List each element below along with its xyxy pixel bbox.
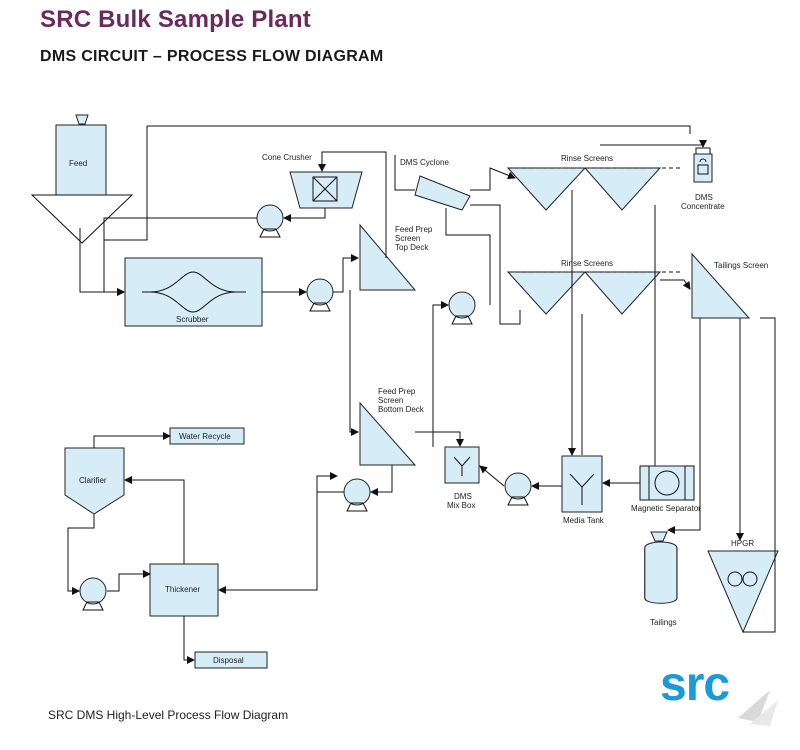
dms-cyclone: DMS Cyclone [400,158,471,211]
scrubber-discharge-pump [306,278,334,312]
tailings-screen-label: Tailings Screen [714,261,768,270]
water-recycle: Water Recycle [169,427,245,445]
feed-prep-screen-bottom-deck: Feed Prep Screen Bottom Deck [359,387,425,466]
dms-concentrate: DMS Concentrate [681,147,725,211]
page-subtitle: DMS CIRCUIT – PROCESS FLOW DIAGRAM [40,48,384,65]
crusher-pump [256,204,284,238]
cone-crusher: Cone Crusher [262,153,363,209]
dms-concentrate-label-2: Concentrate [681,202,725,211]
tailings-label: Tailings [650,618,677,627]
cyclone-feed-pump [448,291,476,325]
scrubber: Scrubber [124,257,263,327]
rinse-screens-top-label: Rinse Screens [561,154,613,163]
clarifier-label: Clarifier [79,476,107,485]
src-logo: src [660,658,778,726]
rinse-screens-bottom: Rinse Screens [506,259,680,315]
rinse-screens-top: Rinse Screens [506,154,680,211]
scrubber-label: Scrubber [176,315,209,324]
thickener: Thickener [149,563,219,617]
tailings-bin: Tailings [644,531,678,627]
feed-prep-top-label-1: Feed Prep [395,225,433,234]
dms-mix-box-label-2: Mix Box [447,501,475,510]
cone-crusher-label: Cone Crusher [262,153,312,162]
water-recycle-label: Water Recycle [179,432,231,441]
page-title: SRC Bulk Sample Plant [40,6,311,33]
feed-prep-screen-top-deck: Feed Prep Screen Top Deck [359,223,433,291]
rinse-screens-bottom-label: Rinse Screens [561,259,613,268]
thickener-label: Thickener [165,585,200,594]
feed-prep-top-label-2: Screen [395,234,420,243]
feed-prep-bottom-label-1: Feed Prep [378,387,416,396]
feed-prep-top-label-3: Top Deck [395,243,429,252]
tailings-screen: Tailings Screen [691,252,768,319]
figure-caption: SRC DMS High-Level Process Flow Diagram [48,708,289,722]
feed-label: Feed [69,159,87,168]
logo-text: src [660,658,729,711]
media-tank-label: Media Tank [563,516,605,525]
hpgr: HPGR [707,539,779,634]
flow-lines [67,125,776,664]
hpgr-label: HPGR [731,539,754,548]
dms-mix-box: DMS Mix Box [444,446,480,510]
disposal-label: Disposal [213,656,244,665]
feed-prep-bottom-label-2: Screen [378,396,403,405]
feed-hopper: Feed [30,114,134,244]
disposal: Disposal [194,651,268,669]
clarifier-pump [79,577,107,611]
dms-cyclone-label: DMS Cyclone [400,158,449,167]
bottom-deck-pump [343,478,371,512]
magnetic-separator: Magnetic Separator [631,465,701,513]
dms-mix-box-label-1: DMS [454,492,472,501]
media-pump [504,472,532,506]
dms-concentrate-label-1: DMS [695,193,713,202]
feed-prep-bottom-label-3: Bottom Deck [378,405,425,414]
media-tank: Media Tank [561,455,605,525]
magnetic-separator-label: Magnetic Separator [631,504,701,513]
clarifier: Clarifier [64,447,125,515]
